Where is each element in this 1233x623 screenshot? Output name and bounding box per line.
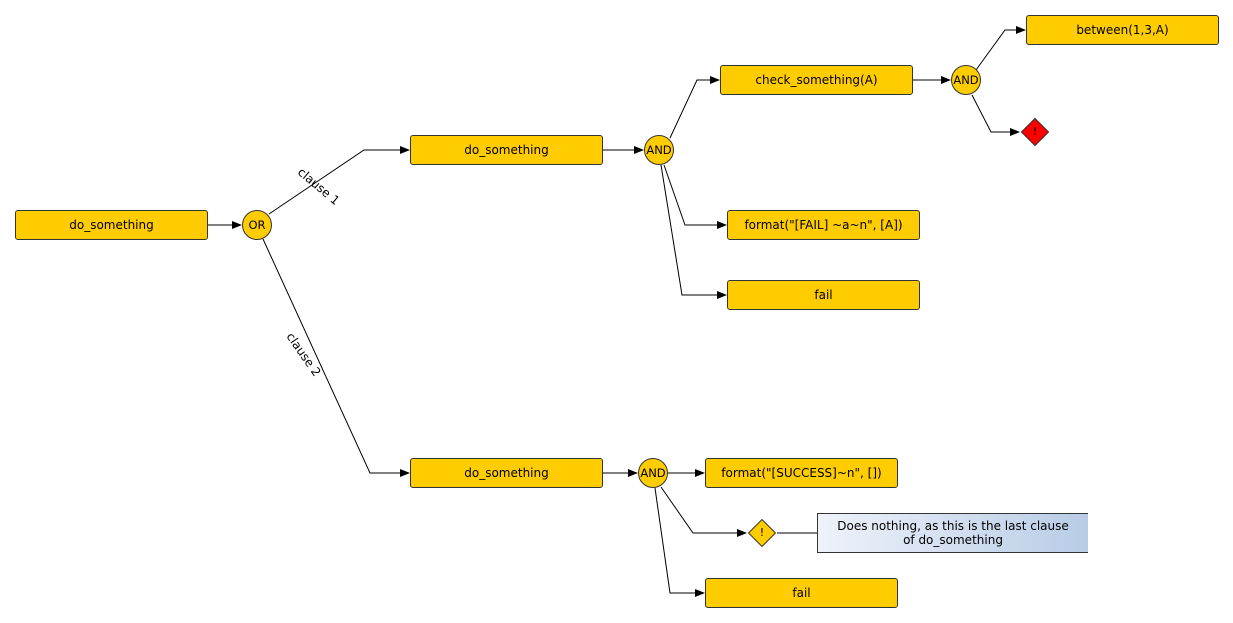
edge-and2-cut1 (971, 94, 1020, 136)
cut-label-2: ! (759, 526, 765, 539)
note-callout: Does nothing, as this is the last clause… (817, 513, 1088, 553)
clause1-and-operator: AND (644, 135, 674, 165)
clause2-head-node: do_something (410, 458, 603, 488)
format-success-node: format("[SUCCESS]~n", []) (705, 458, 898, 488)
edge-and-fail2 (654, 487, 705, 597)
edge-clause1 (268, 146, 410, 215)
check-something-node: check_something(A) (720, 65, 913, 95)
root-node: do_something (15, 210, 208, 240)
edge-and2-between (975, 26, 1026, 71)
clause2-and-operator: AND (638, 458, 668, 488)
cut-label-1: ! (1032, 125, 1038, 138)
between-node: between(1,3,A) (1026, 15, 1219, 45)
note-line-2: of do_something (903, 533, 1003, 547)
edge-and-cut2 (660, 486, 747, 537)
check-and-operator: AND (951, 65, 981, 95)
edge-clause2 (262, 238, 410, 477)
format-fail-node: format("[FAIL] ~a~n", [A]) (727, 210, 920, 240)
edge-and-fail1 (660, 164, 727, 299)
fail-node-1: fail (727, 280, 920, 310)
edge-and-check (669, 76, 720, 139)
edge-and-formatfail (663, 164, 727, 229)
note-line-1: Does nothing, as this is the last clause (837, 519, 1069, 533)
fail-node-2: fail (705, 578, 898, 608)
or-operator: OR (242, 210, 272, 240)
clause1-head-node: do_something (410, 135, 603, 165)
